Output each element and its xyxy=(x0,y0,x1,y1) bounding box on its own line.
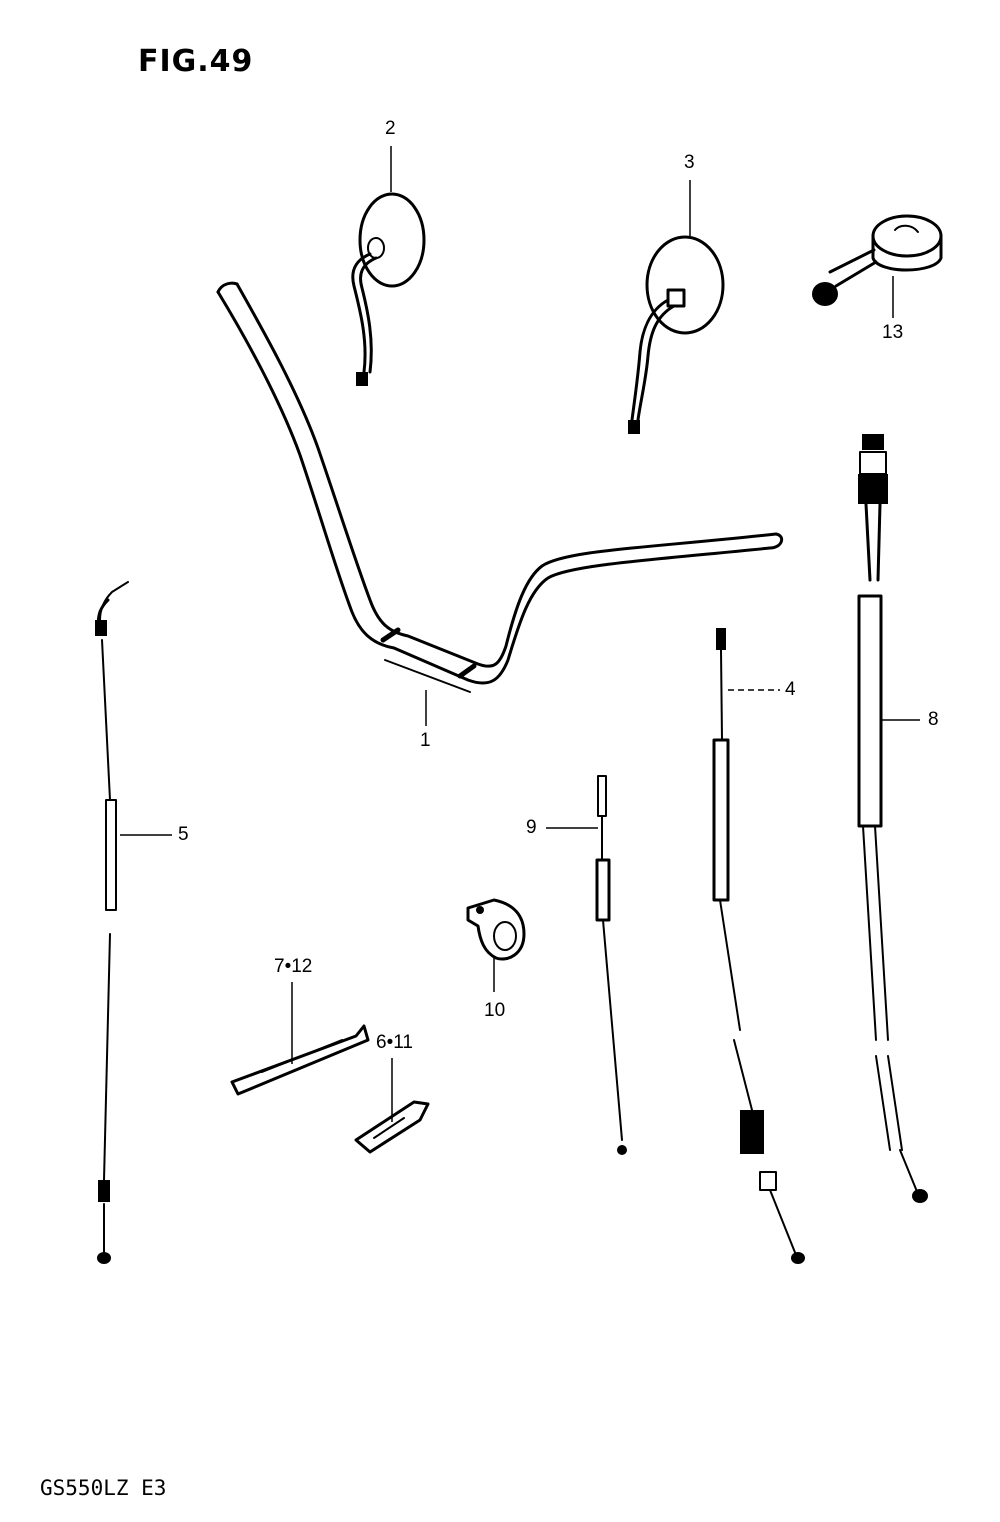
callout-4: 4 xyxy=(785,679,796,700)
model-code: GS550LZ E3 xyxy=(40,1476,167,1500)
handlebar xyxy=(216,281,784,693)
left-mirror xyxy=(351,192,426,386)
bar-7-12 xyxy=(230,1024,370,1096)
clamp xyxy=(466,898,526,961)
callout-8: 8 xyxy=(928,709,939,730)
callout-3: 3 xyxy=(684,152,695,173)
cable-8 xyxy=(857,434,928,1203)
callout-7-12: 7•12 xyxy=(274,956,313,977)
callout-2: 2 xyxy=(385,118,396,139)
figure-title: FIG.49 xyxy=(138,44,254,79)
right-mirror xyxy=(628,235,725,434)
cable-4 xyxy=(712,628,805,1264)
switch xyxy=(812,214,943,306)
cable-9 xyxy=(595,775,627,1155)
callout-leaders xyxy=(120,146,920,1122)
callout-6-11: 6•11 xyxy=(376,1032,413,1053)
callout-9: 9 xyxy=(526,817,537,838)
callout-1: 1 xyxy=(420,730,431,751)
callout-10: 10 xyxy=(484,1000,506,1021)
callout-5: 5 xyxy=(178,824,189,845)
cable-5 xyxy=(95,581,129,1264)
callout-13: 13 xyxy=(882,322,904,343)
plate-6-11 xyxy=(354,1100,430,1154)
